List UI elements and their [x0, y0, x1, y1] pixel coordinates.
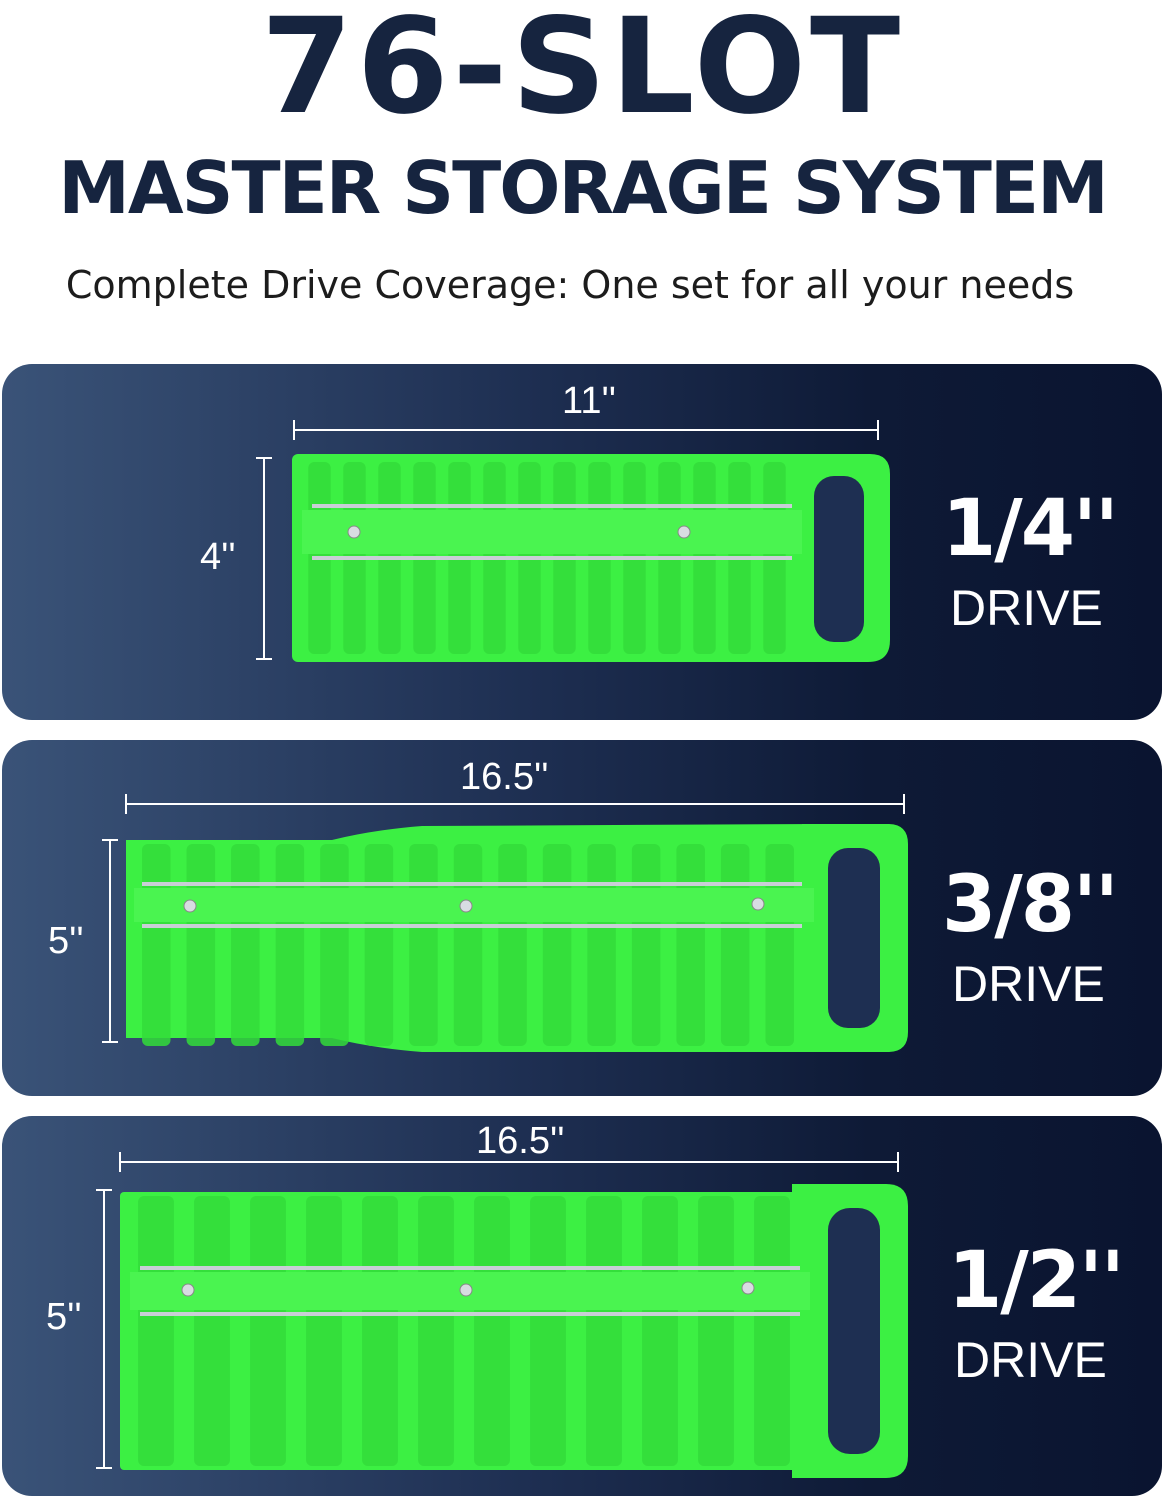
width-dimension-label: 16.5''	[460, 756, 549, 798]
socket-slot	[587, 844, 616, 1046]
page-title: 76-SLOT	[260, 0, 905, 144]
drive-word-label: DRIVE	[952, 956, 1105, 1012]
socket-slot	[631, 844, 661, 1046]
socket-slot	[418, 1196, 454, 1466]
socket-slot	[362, 1196, 398, 1466]
socket-slot	[720, 844, 750, 1046]
socket-slot	[194, 1196, 230, 1466]
socket-slot	[320, 844, 349, 1046]
three-eighths-drive-tray-image	[102, 794, 908, 1052]
socket-slot	[364, 844, 394, 1046]
socket-slot	[586, 1196, 622, 1466]
height-dimension-label: 5''	[48, 920, 84, 962]
socket-slot	[275, 844, 305, 1046]
socket-slot	[676, 844, 705, 1046]
socket-slot	[453, 844, 483, 1046]
page-subtitle: MASTER STORAGE SYSTEM	[58, 146, 1109, 230]
panel-quarter-drive: 11'' 4'' 1/4'' DRIVE	[2, 364, 1162, 720]
socket-slot	[138, 1196, 174, 1466]
tagline: Complete Drive Coverage: One set for all…	[65, 263, 1075, 307]
socket-slot	[250, 1196, 286, 1466]
width-dimension-label: 16.5''	[476, 1120, 565, 1162]
socket-slot	[542, 844, 572, 1046]
drive-word-label: DRIVE	[950, 580, 1103, 636]
panel-half-drive: 16.5'' 5'' 1/2'' DRIVE	[2, 1116, 1162, 1496]
half-drive-tray-image	[96, 1152, 908, 1478]
drive-word-label: DRIVE	[954, 1332, 1107, 1388]
height-dimension-label: 5''	[46, 1296, 82, 1338]
socket-slot	[142, 844, 171, 1046]
socket-slot	[231, 844, 260, 1046]
quarter-drive-tray-image	[256, 420, 890, 662]
socket-slot	[186, 844, 216, 1046]
socket-slot	[642, 1196, 678, 1466]
drive-size-label: 1/2''	[948, 1236, 1125, 1326]
socket-slot	[306, 1196, 342, 1466]
socket-slot	[409, 844, 438, 1046]
panel-three-eighths-drive: 16.5'' 5'' 3/8'' DRIVE	[2, 740, 1162, 1096]
socket-slot	[698, 1196, 734, 1466]
socket-slot	[530, 1196, 566, 1466]
height-dimension-label: 4''	[200, 536, 236, 578]
width-dimension-label: 11''	[562, 380, 616, 422]
drive-size-label: 1/4''	[942, 484, 1119, 574]
socket-slot	[754, 1196, 790, 1466]
socket-slot	[765, 844, 794, 1046]
drive-size-label: 3/8''	[942, 860, 1119, 950]
socket-slot	[474, 1196, 510, 1466]
socket-slot	[498, 844, 527, 1046]
